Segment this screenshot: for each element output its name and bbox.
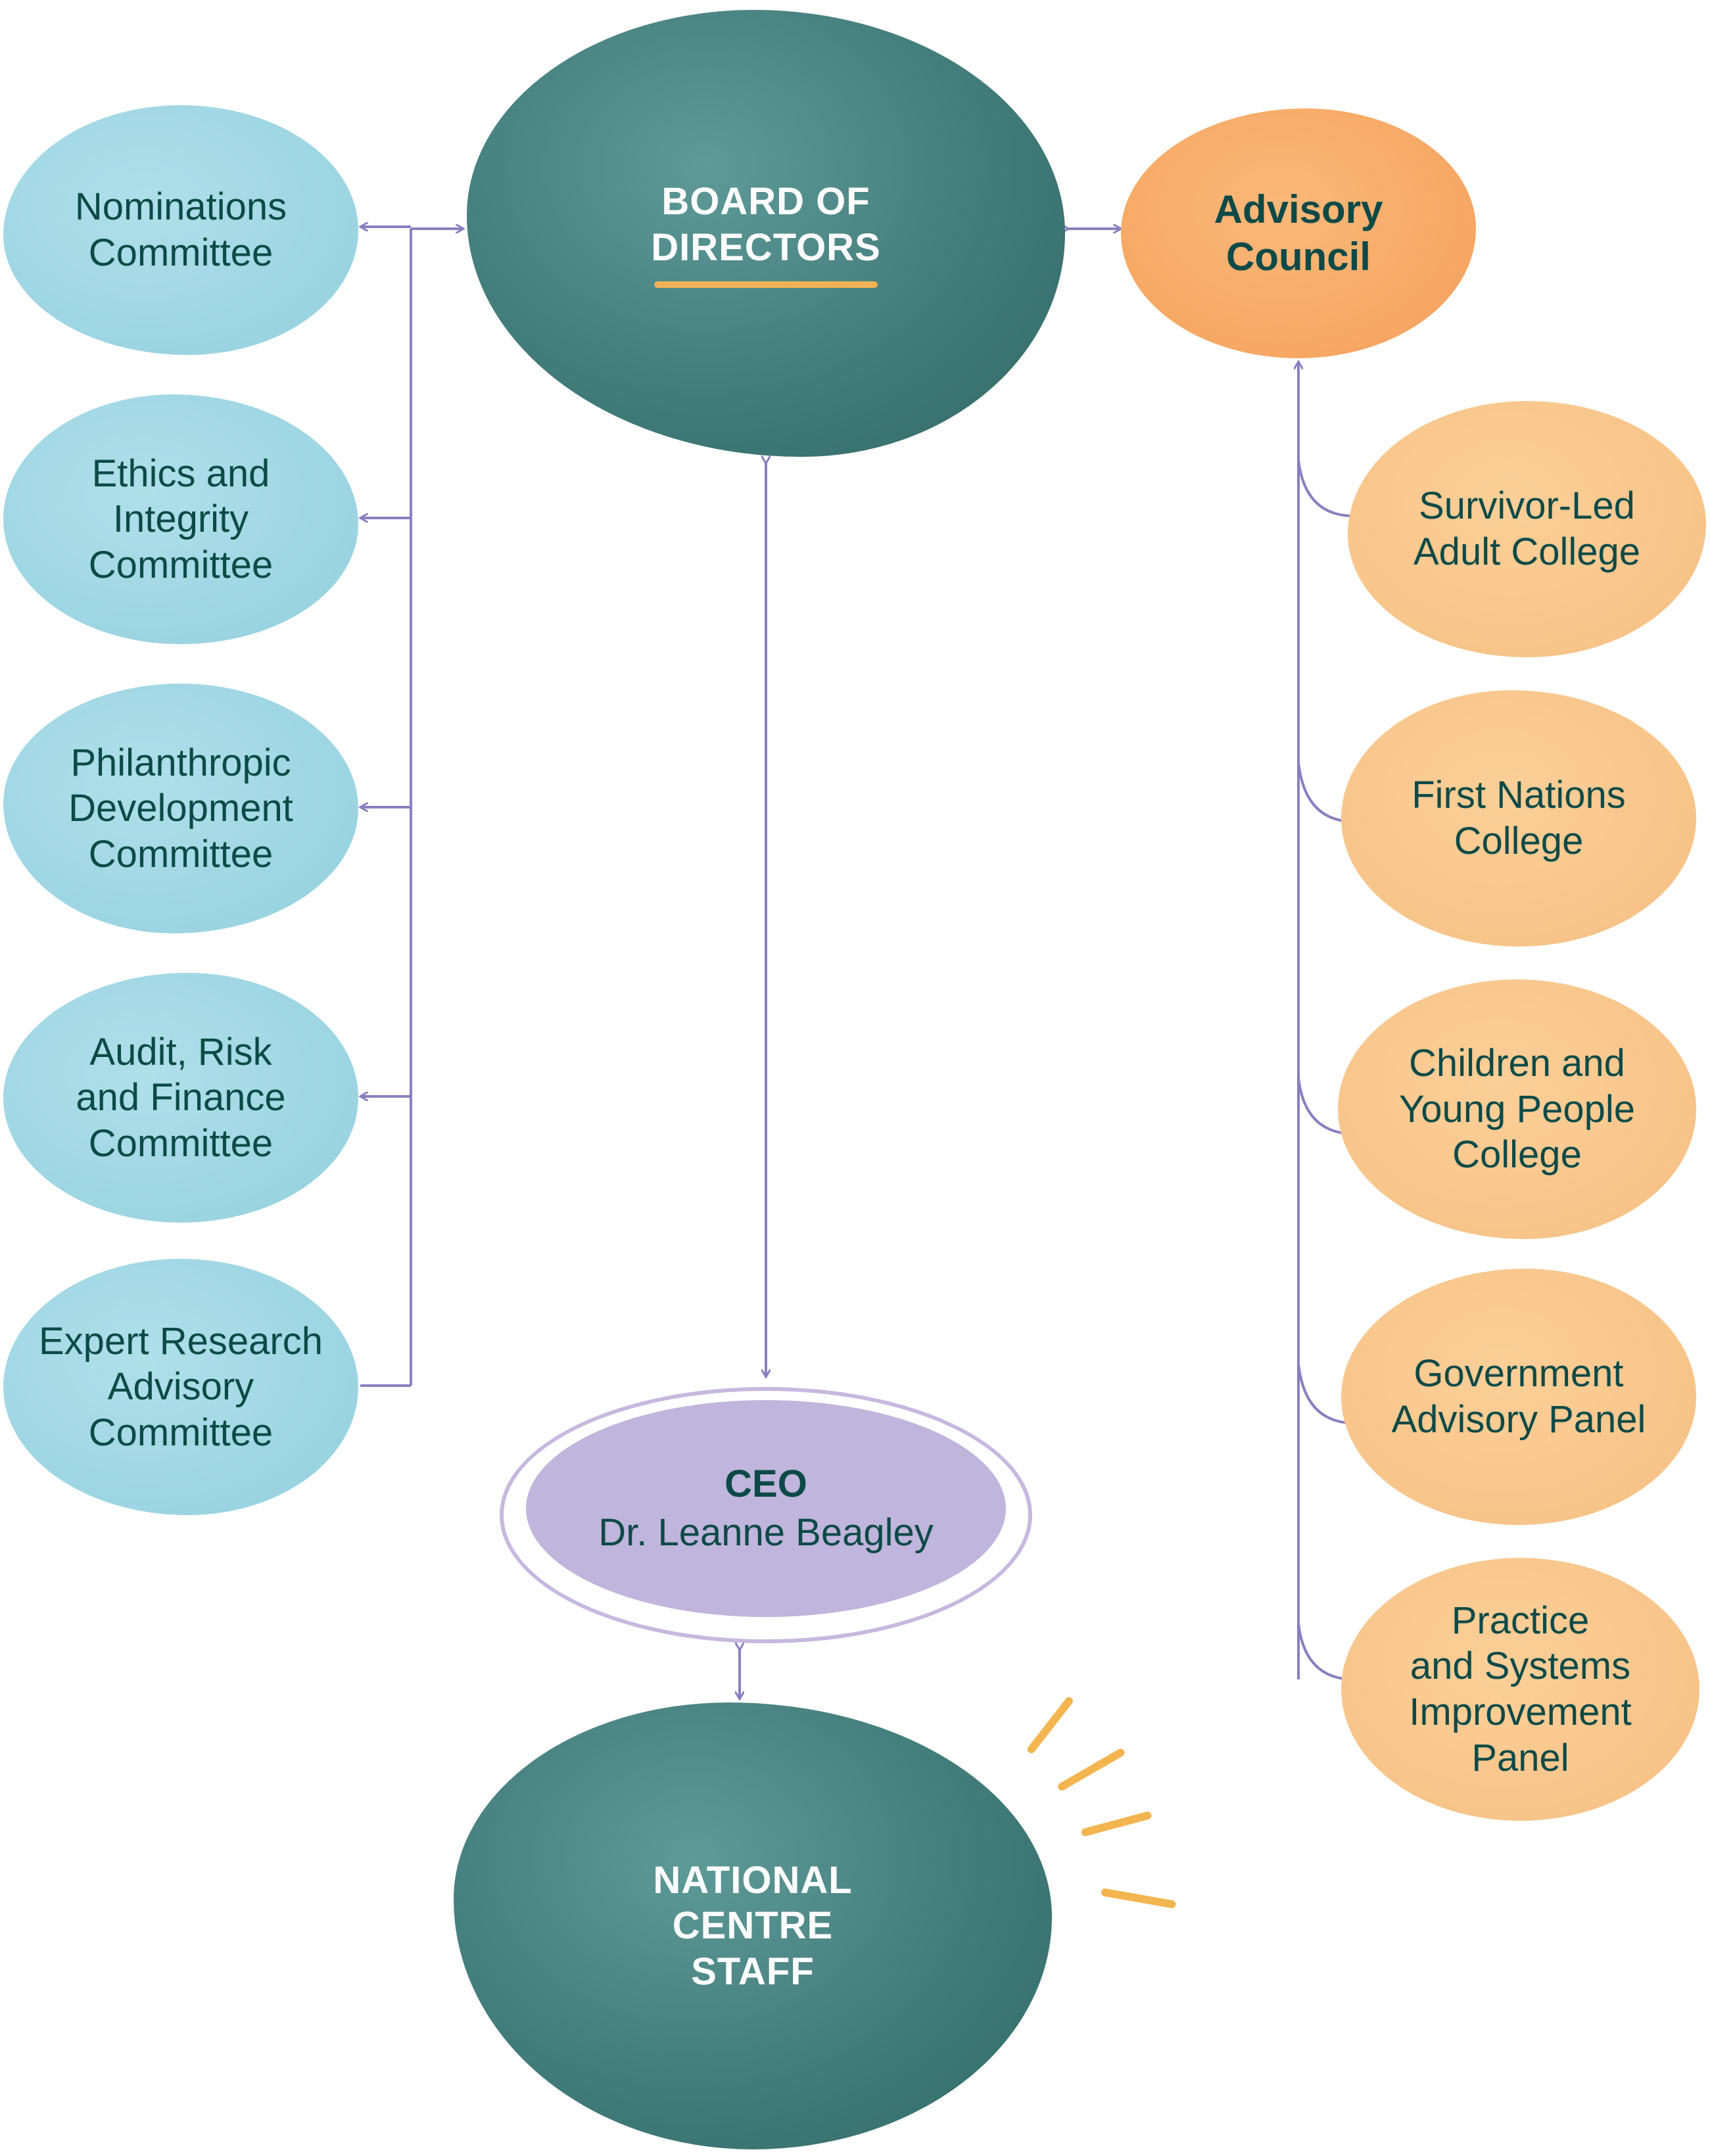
ceo-outer-ring [500, 1387, 1032, 1643]
board-of-directors-node: BOARD OF DIRECTORS [467, 10, 1065, 457]
expert-research-advisory-committee-node: Expert Research Advisory Committee [3, 1259, 358, 1515]
practice-systems-improvement-panel-label: Practice and Systems Improvement Panel [1409, 1599, 1632, 1779]
expert-research-advisory-committee-label: Expert Research Advisory Committee [39, 1319, 323, 1454]
advisory-council-node: Advisory Council [1121, 108, 1476, 358]
survivor-led-adult-college-node: Survivor-Led Adult College [1348, 401, 1706, 657]
board-underline [654, 281, 878, 288]
government-advisory-panel-label: Government Advisory Panel [1391, 1352, 1646, 1441]
audit-risk-finance-committee-label: Audit, Risk and Finance Committee [76, 1030, 286, 1165]
government-advisory-panel-node: Government Advisory Panel [1341, 1269, 1696, 1525]
branch-survivor-led [1297, 459, 1355, 517]
ceo-name: Dr. Leanne Beagley [598, 1511, 934, 1554]
children-young-people-college-node: Children and Young People College [1338, 979, 1696, 1239]
ceo-node: CEO Dr. Leanne Beagley [526, 1400, 1006, 1617]
nominations-committee-label: Nominations Committee [74, 185, 287, 274]
practice-systems-improvement-panel-node: Practice and Systems Improvement Panel [1341, 1558, 1699, 1821]
nominations-committee-node: Nominations Committee [3, 105, 358, 355]
national-centre-staff-label: NATIONAL CENTRE STAFF [653, 1858, 853, 1993]
first-nations-college-label: First Nations College [1412, 774, 1626, 862]
branch-government [1297, 1363, 1355, 1424]
ceo-title: CEO [724, 1462, 807, 1505]
audit-risk-finance-committee-node: Audit, Risk and Finance Committee [3, 973, 358, 1223]
ethics-integrity-committee-node: Ethics and Integrity Committee [3, 394, 358, 644]
advisory-council-label: Advisory Council [1214, 187, 1383, 279]
ethics-integrity-committee-label: Ethics and Integrity Committee [88, 452, 273, 586]
first-nations-college-node: First Nations College [1341, 690, 1696, 947]
philanthropic-development-committee-label: Philanthropic Development Committee [68, 741, 293, 876]
national-centre-staff-node: NATIONAL CENTRE STAFF [454, 1702, 1052, 2149]
children-young-people-college-label: Children and Young People College [1398, 1042, 1636, 1177]
board-label: BOARD OF DIRECTORS [651, 180, 881, 269]
survivor-led-adult-college-label: Survivor-Led Adult College [1413, 484, 1640, 573]
philanthropic-development-committee-node: Philanthropic Development Committee [3, 684, 358, 933]
